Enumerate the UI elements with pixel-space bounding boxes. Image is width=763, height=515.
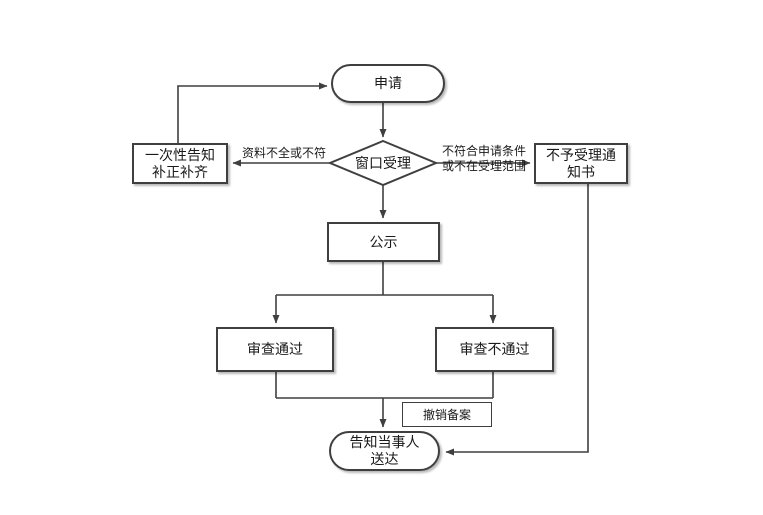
node-reject-notice: 不予受理通 知书 — [534, 143, 628, 184]
node-review-pass: 审查通过 — [216, 327, 334, 372]
node-one-time-notice: 一次性告知 补正补齐 — [132, 143, 228, 184]
node-public-notice-label: 公示 — [369, 233, 398, 250]
node-review-pass-label: 审查通过 — [247, 341, 303, 357]
node-review-fail-label: 审查不通过 — [459, 341, 530, 357]
node-apply-label: 申请 — [374, 75, 402, 91]
node-revoke-record: 撤销备案 — [402, 402, 492, 427]
node-notify-party-label: 告知当事人 送达 — [349, 434, 420, 467]
node-public-notice: 公示 — [327, 222, 440, 262]
decision-diamond-shape — [327, 139, 439, 187]
edge-label-not-eligible: 不符合申请条件 或不在受理范围 — [441, 144, 526, 173]
node-window-accept: 窗口受理 — [330, 142, 436, 184]
node-revoke-record-label: 撤销备案 — [422, 407, 471, 422]
edge-reject-to-notify — [445, 184, 589, 456]
node-window-accept-label: 窗口受理 — [355, 155, 411, 171]
node-review-fail: 审查不通过 — [435, 327, 554, 372]
edge-notice-to-apply — [177, 82, 328, 143]
node-notify-party: 告知当事人 送达 — [329, 431, 440, 471]
node-apply: 申请 — [331, 64, 445, 103]
node-one-time-notice-label: 一次性告知 补正补齐 — [145, 146, 215, 180]
edge-label-materials-incomplete: 资料不全或不符 — [241, 146, 326, 160]
node-reject-notice-label: 不予受理通 知书 — [546, 146, 616, 180]
